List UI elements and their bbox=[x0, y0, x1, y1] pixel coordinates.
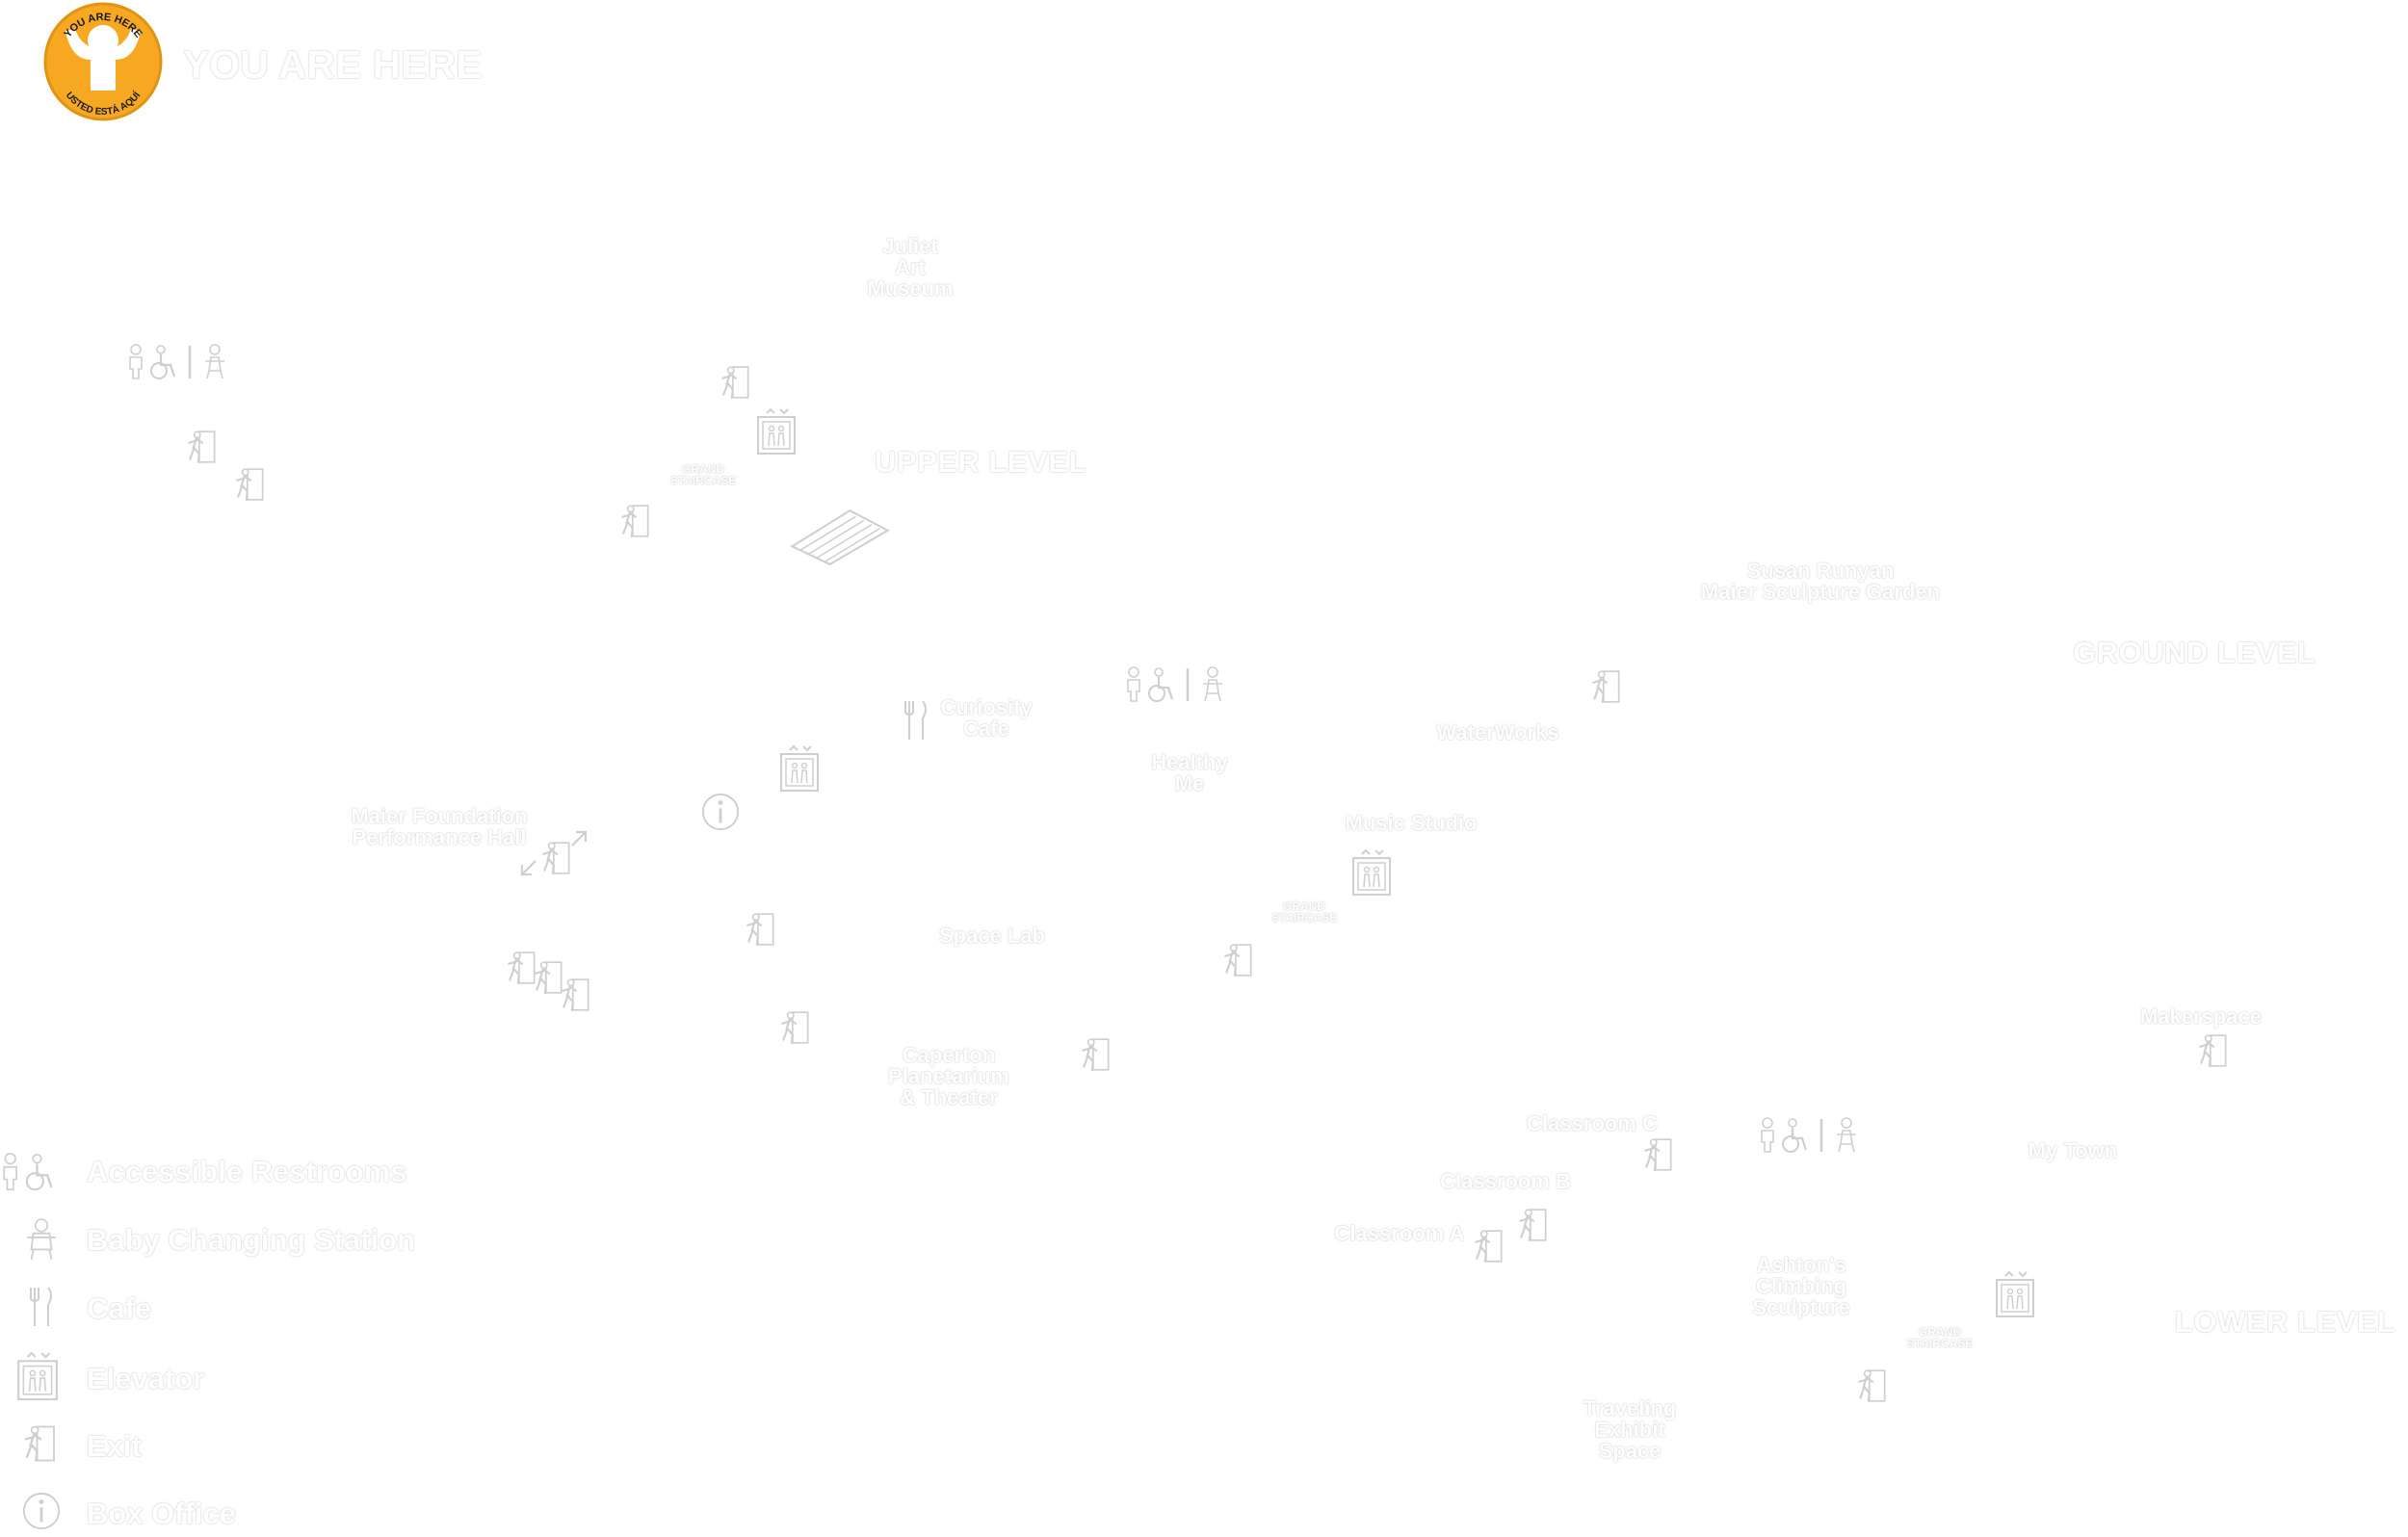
restroom-accessible-icon bbox=[1123, 664, 1231, 703]
info-icon bbox=[21, 1491, 62, 1531]
info-icon bbox=[700, 792, 741, 832]
performance-hall-label: Maier Foundation Performance Hall bbox=[351, 804, 528, 849]
exit-icon bbox=[620, 503, 651, 539]
restroom-accessible-icon bbox=[1757, 1115, 1865, 1154]
legend-label: Exit bbox=[87, 1429, 142, 1463]
restroom-accessible-icon bbox=[125, 342, 233, 380]
cafe-icon bbox=[27, 1286, 56, 1328]
legend-label: Box Office bbox=[87, 1497, 237, 1530]
my-town-label: My Town bbox=[2028, 1138, 2118, 1162]
climbing-sculpture-label: Ashton's Climbing Sculpture bbox=[1752, 1253, 1850, 1319]
grand-staircase-label: GRAND STAIRCASE bbox=[669, 462, 737, 487]
arrow-icon bbox=[516, 857, 539, 880]
curiosity-cafe-label: Curiosity Cafe bbox=[940, 695, 1033, 741]
lower-level-label: LOWER LEVEL bbox=[2175, 1305, 2396, 1339]
exit-icon bbox=[780, 1009, 811, 1046]
exit-icon bbox=[2198, 1032, 2229, 1069]
exit-icon bbox=[235, 466, 266, 503]
upper-level-label: UPPER LEVEL bbox=[875, 445, 1087, 479]
ground-level-label: GROUND LEVEL bbox=[2073, 636, 2316, 669]
exit-icon bbox=[1857, 1368, 1888, 1404]
exit-icon bbox=[1474, 1228, 1505, 1264]
elevator-icon bbox=[755, 406, 798, 456]
classroom-b-label: Classroom B bbox=[1440, 1169, 1571, 1193]
elevator-icon bbox=[1994, 1269, 2036, 1319]
exit-icon bbox=[23, 1423, 58, 1464]
classroom-c-label: Classroom C bbox=[1527, 1111, 1658, 1135]
grand-staircase-label: GRAND STAIRCASE bbox=[1906, 1325, 1974, 1350]
healthy-me-label: Healthy Me bbox=[1151, 750, 1228, 795]
baby-changing-icon bbox=[21, 1217, 62, 1262]
legend-label: Baby Changing Station bbox=[87, 1223, 415, 1257]
arrow-icon bbox=[568, 826, 591, 849]
planetarium-label: Caperton Planetarium & Theater bbox=[888, 1043, 1009, 1109]
juliet-art-museum-label: Juliet Art Museum bbox=[867, 234, 954, 300]
exit-icon bbox=[1643, 1136, 1674, 1173]
waterworks-label: WaterWorks bbox=[1436, 720, 1559, 744]
exit-icon bbox=[1518, 1207, 1549, 1243]
cafe-icon bbox=[902, 699, 930, 742]
exit-icon bbox=[746, 911, 776, 948]
exit-icon bbox=[1591, 668, 1622, 705]
page-title: YOU ARE HERE bbox=[183, 42, 483, 87]
traveling-exhibit-label: Traveling Exhibit Space bbox=[1583, 1396, 1677, 1463]
you-are-here-badge: YOU ARE HERE USTED ESTÁ AQUÍ bbox=[42, 2, 164, 121]
classroom-a-label: Classroom A bbox=[1334, 1221, 1465, 1245]
grand-staircase-label: GRAND STAIRCASE bbox=[1270, 899, 1338, 925]
exit-icon bbox=[720, 364, 751, 401]
exit-icon bbox=[187, 429, 218, 465]
elevator-icon bbox=[1350, 847, 1393, 898]
restroom-accessible-icon bbox=[0, 1147, 60, 1195]
exit-icon bbox=[1081, 1036, 1112, 1073]
elevator-icon bbox=[15, 1350, 60, 1402]
makerspace-label: Makerspace bbox=[2140, 1004, 2262, 1029]
exit-icon bbox=[561, 977, 591, 1013]
stairs-icon bbox=[790, 507, 890, 566]
exit-icon bbox=[1223, 942, 1254, 978]
music-studio-label: Music Studio bbox=[1345, 811, 1478, 835]
legend-label: Cafe bbox=[87, 1291, 152, 1325]
legend-label: Accessible Restrooms bbox=[87, 1155, 407, 1188]
sculpture-garden-label: Susan Runyan Maier Sculpture Garden bbox=[1700, 559, 1941, 604]
legend-label: Elevator bbox=[87, 1362, 205, 1395]
elevator-icon bbox=[778, 743, 821, 794]
space-lab-label: Space Lab bbox=[938, 924, 1046, 948]
